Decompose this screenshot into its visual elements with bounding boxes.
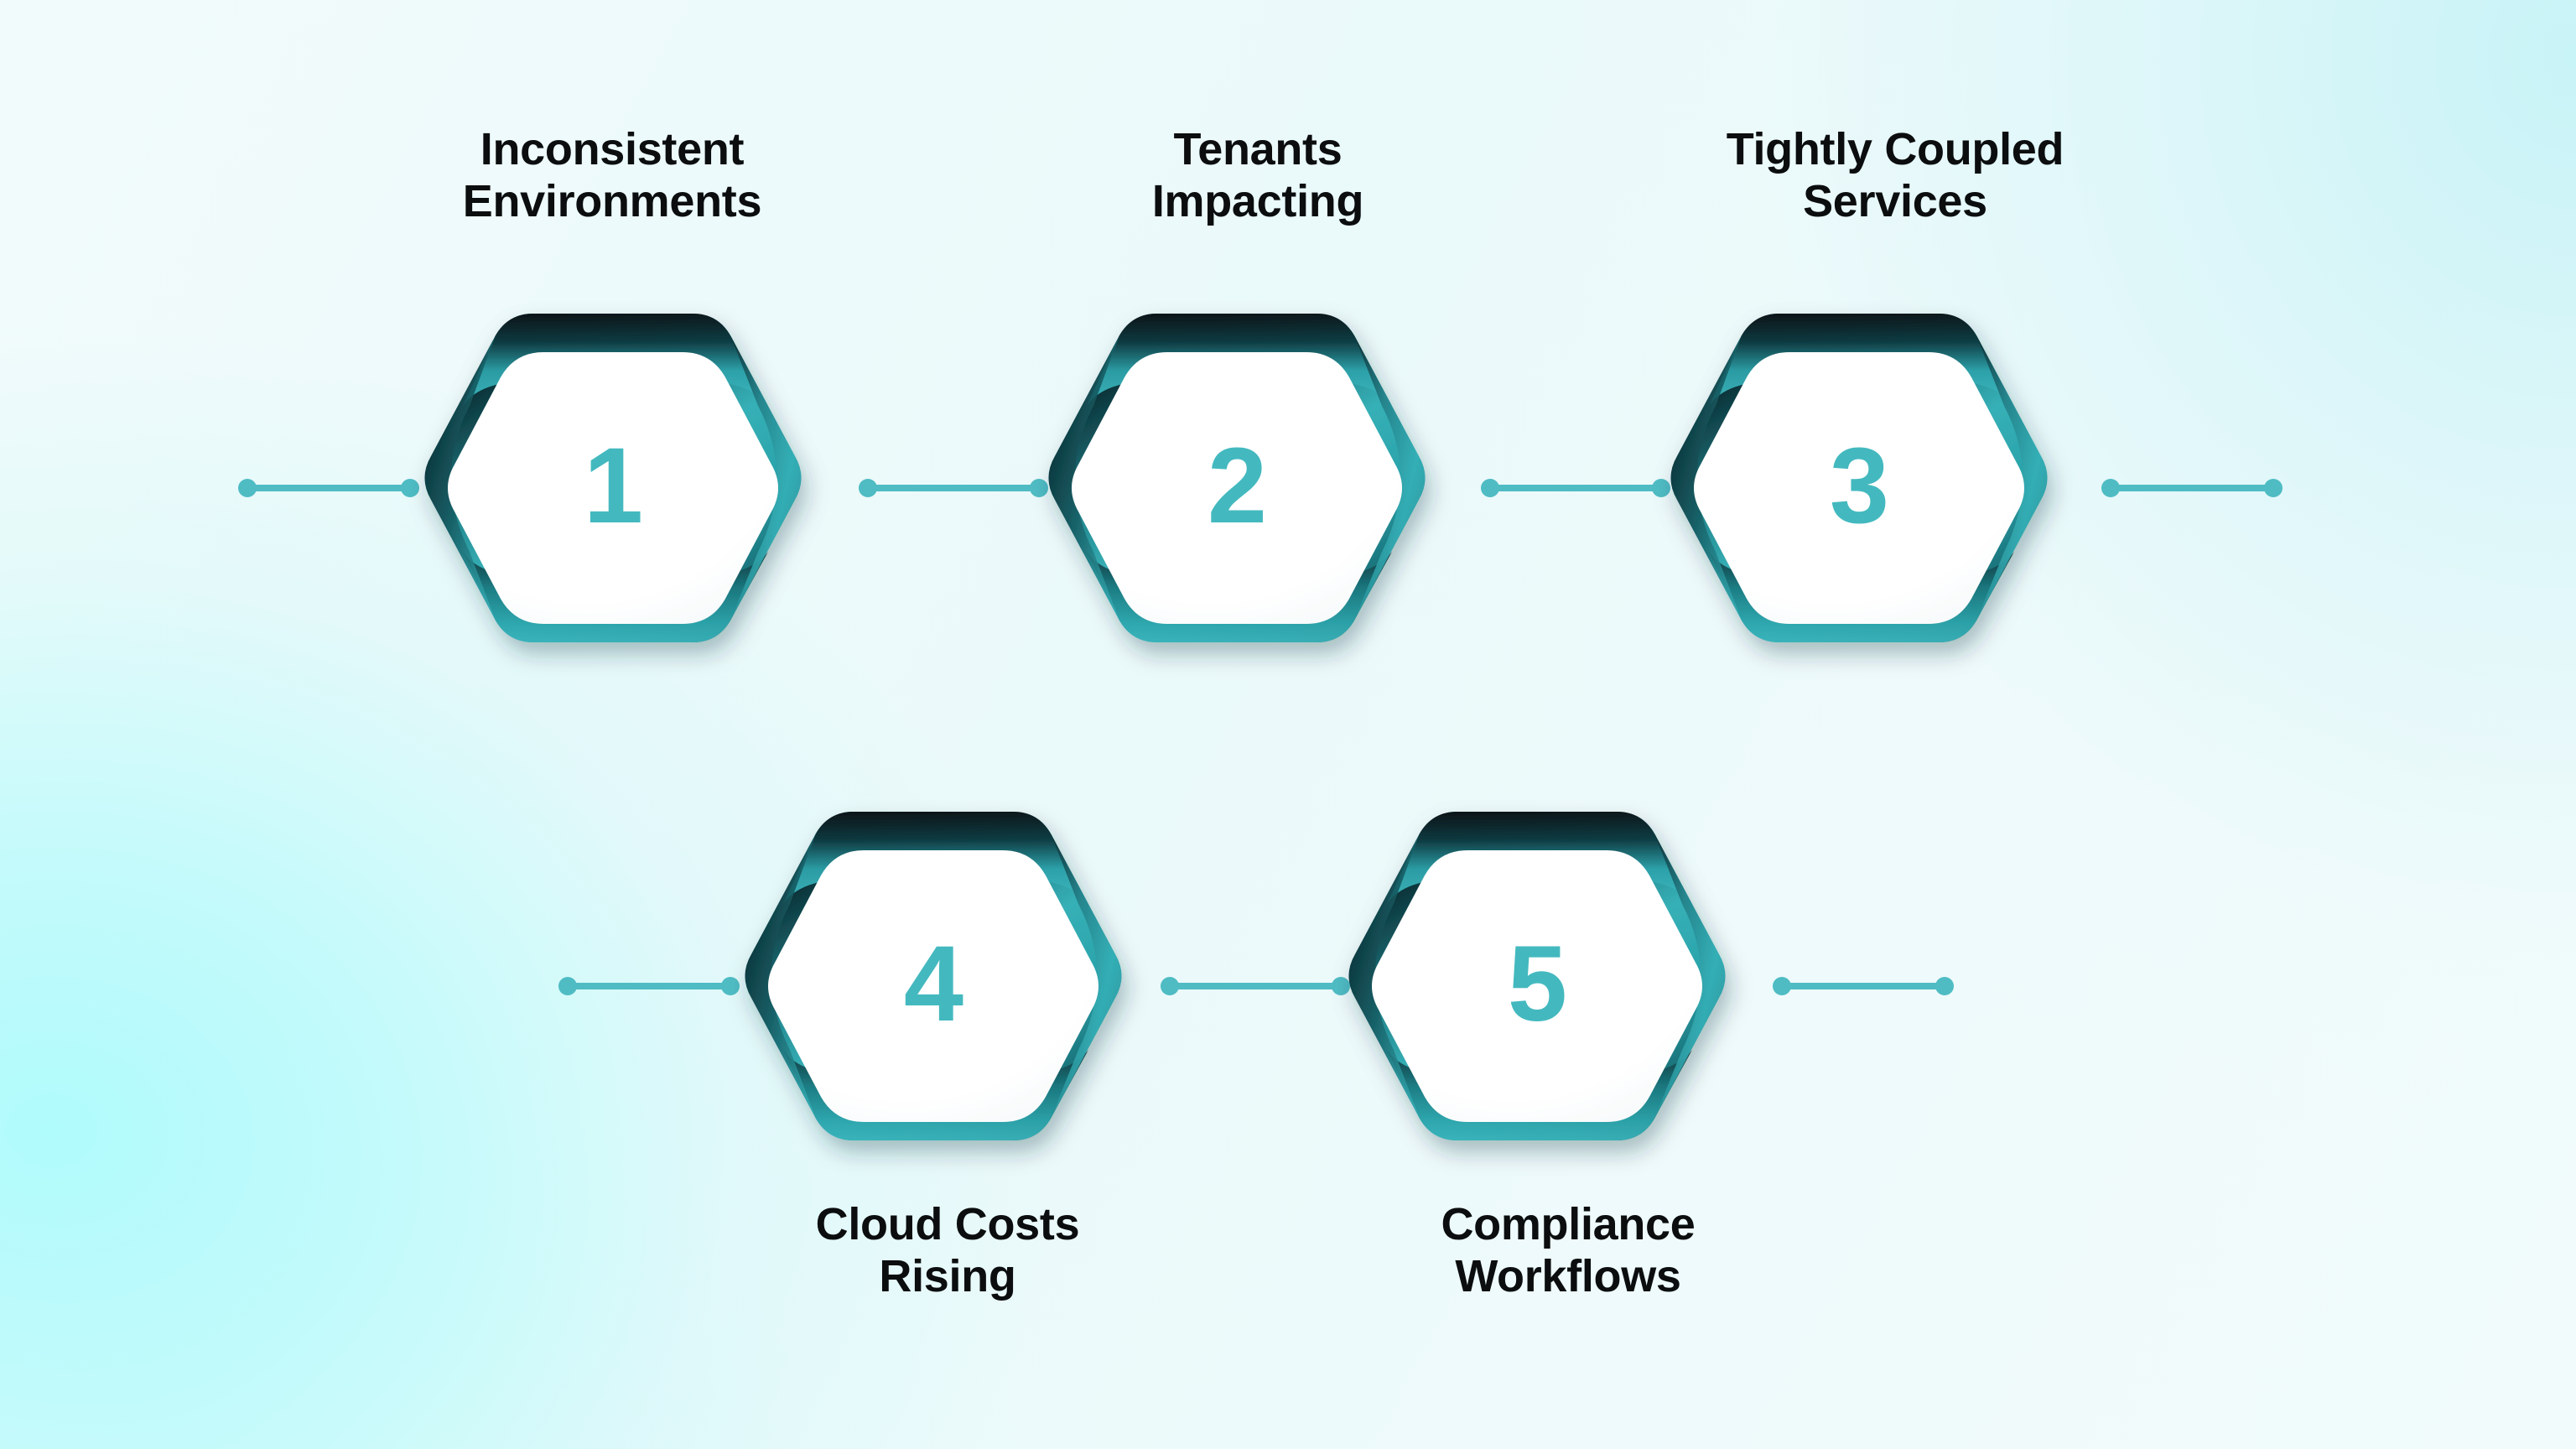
hex-node-4[interactable]: 4	[736, 798, 1130, 1174]
connector-lead-in	[242, 485, 416, 491]
hex-number-3: 3	[1829, 426, 1889, 546]
hex-label-5: Compliance Workflows	[1441, 1199, 1696, 1301]
connector-5-trail	[1776, 983, 1950, 989]
hex-node-1[interactable]: 1	[416, 300, 810, 676]
hex-node-5[interactable]: 5	[1340, 798, 1734, 1174]
connector-lead-in-2	[562, 983, 736, 989]
hex-node-2[interactable]: 2	[1040, 300, 1434, 676]
hex-shape-1	[424, 314, 802, 642]
connector-1-to-2	[862, 485, 1045, 491]
connector-2-to-3	[1484, 485, 1667, 491]
hex-number-2: 2	[1207, 426, 1267, 546]
connector-4-to-5	[1164, 983, 1347, 989]
hex-label-4: Cloud Costs Rising	[815, 1199, 1080, 1301]
hex-shape-4	[745, 812, 1122, 1140]
hex-node-3[interactable]: 3	[1662, 300, 2056, 676]
hex-label-2: Tenants Impacting	[1151, 124, 1364, 226]
hex-shape-5	[1348, 812, 1726, 1140]
hex-label-1: Inconsistent Environments	[462, 124, 762, 226]
hex-shape-3	[1670, 314, 2048, 642]
hex-number-1: 1	[583, 426, 643, 546]
connector-3-trail	[2105, 485, 2279, 491]
hex-shape-2	[1048, 314, 1426, 642]
hex-label-3: Tightly Coupled Services	[1726, 124, 2064, 226]
hex-number-5: 5	[1507, 924, 1567, 1044]
hex-number-4: 4	[903, 924, 963, 1044]
